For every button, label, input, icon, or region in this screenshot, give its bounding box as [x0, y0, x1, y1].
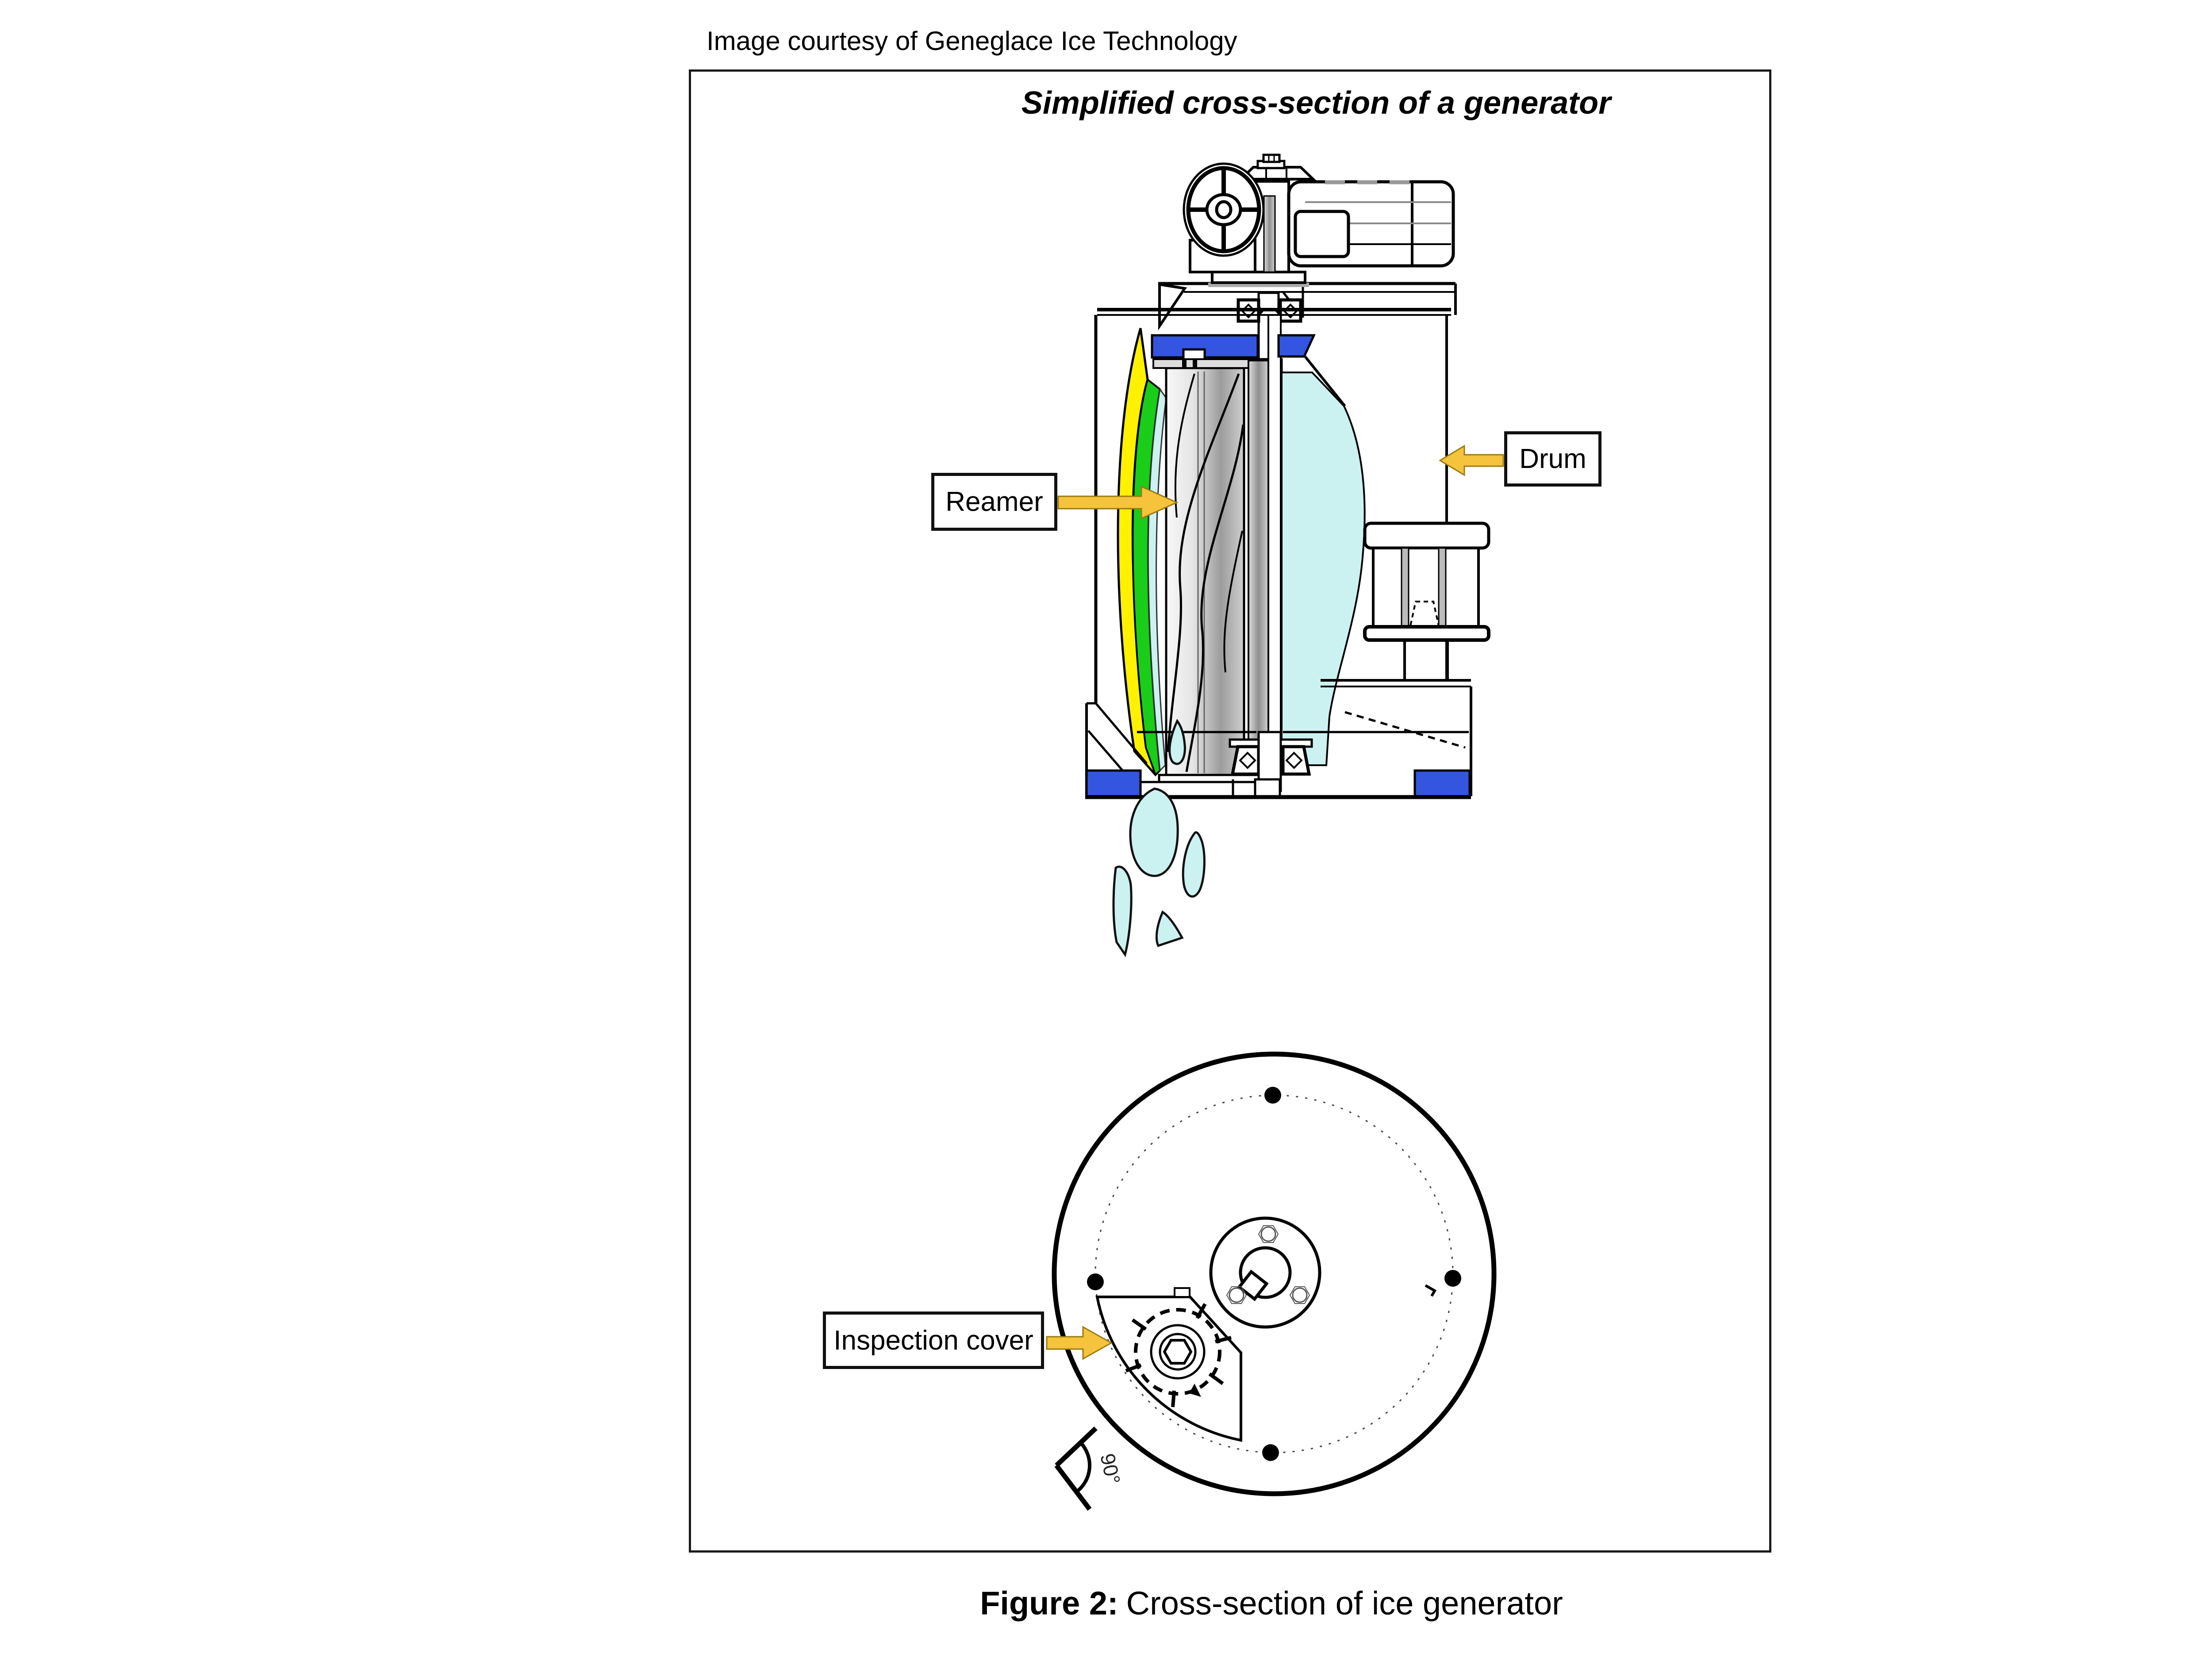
index-mark [1425, 1284, 1437, 1297]
shaft-hub [1209, 1216, 1321, 1329]
reamer-label-text: Reamer [945, 487, 1043, 517]
ice-flakes [1112, 719, 1206, 957]
inspection-cover-arrow-icon [1046, 1326, 1113, 1360]
figure-title: Simplified cross-section of a generator [1021, 85, 1611, 121]
motor-body [1287, 180, 1455, 268]
image-credit-text: Image courtesy of Geneglace Ice Technolo… [707, 26, 1237, 56]
figure-caption: Figure 2:Cross-section of ice generator [980, 1584, 1563, 1622]
drum-plan-view: 90° [1052, 1051, 1497, 1511]
base-pad-right [1413, 769, 1471, 798]
drum-label: Drum [1504, 431, 1601, 487]
base-pad-left [1085, 769, 1142, 798]
inspection-cover-label-text: Inspection cover [833, 1325, 1033, 1356]
drum-top-band-right [1277, 334, 1316, 358]
reamer-screw [1152, 358, 1271, 783]
reamer-label: Reamer [931, 473, 1057, 531]
inspection-cover-shape [1095, 1287, 1242, 1442]
angle-mark: 90° [1054, 1427, 1125, 1511]
motor-assembly [1158, 153, 1457, 360]
handwheel [1183, 162, 1265, 257]
drum-top-band-left [1151, 334, 1259, 359]
inspection-cover-label: Inspection cover [823, 1312, 1044, 1369]
angle-label: 90° [1096, 1451, 1125, 1486]
reamer-arrow-icon [1057, 485, 1179, 520]
ice-layer [1281, 372, 1366, 766]
drum-arrow-icon [1439, 445, 1504, 476]
caption-text: Cross-section of ice generator [1126, 1585, 1563, 1622]
generator-cross-section-drawing: 90° [1046, 153, 1504, 1511]
drum-label-text: Drum [1519, 444, 1586, 474]
cover-rotor [1125, 1303, 1232, 1407]
base-housing [1085, 686, 1472, 799]
caption-prefix: Figure 2: [980, 1585, 1118, 1622]
drum-section [1094, 308, 1490, 783]
side-fitting [1363, 522, 1490, 680]
